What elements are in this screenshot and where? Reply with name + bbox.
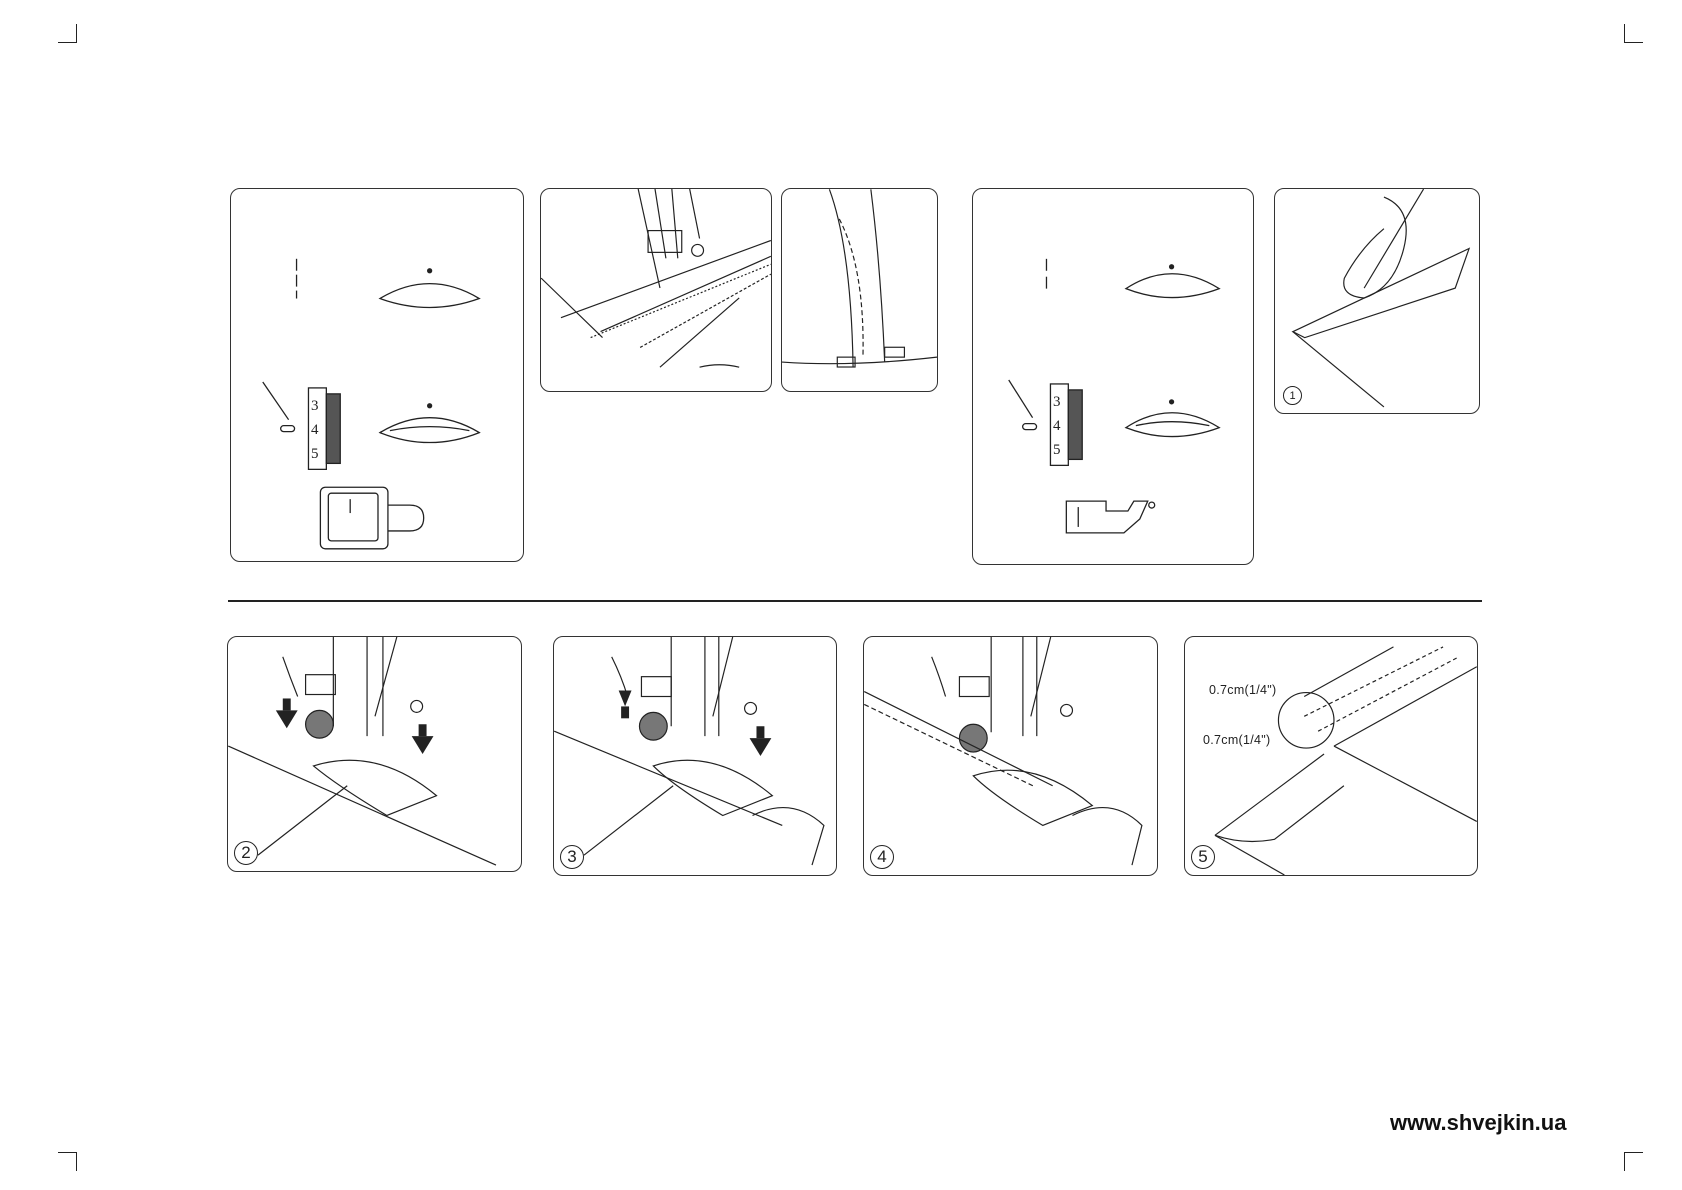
step-number-4: 4: [870, 845, 894, 869]
section-divider: [228, 600, 1482, 602]
hemmer-foot-lowered-illustration: [228, 637, 497, 866]
measurement-bottom: 0.7cm(1/4"): [1203, 733, 1271, 747]
zipper-finished-panel: [781, 188, 938, 392]
zipper-settings-panel: 3 4 5: [230, 188, 524, 562]
settings-illustration: [262, 258, 481, 550]
zipper-sewing-panel: [540, 188, 772, 392]
hemmer-foot-raised-illustration: [554, 637, 825, 866]
website-url: www.shvejkin.ua: [1390, 1110, 1567, 1135]
hem-step-2-panel: 2: [227, 636, 522, 872]
measurement-top: 0.7cm(1/4"): [1209, 683, 1277, 697]
hem-step-1-panel: 1: [1274, 188, 1480, 414]
stitch-length-5: 5: [311, 446, 319, 462]
crop-mark-bottom-right: [1624, 1152, 1643, 1171]
zipper-finished-illustration: [782, 189, 937, 368]
stitch-length-3: 3: [1053, 394, 1061, 410]
hem-step-3-panel: 3: [553, 636, 837, 876]
hem-fold-illustration: [1291, 189, 1471, 408]
hem-step-4-panel: 4: [863, 636, 1158, 876]
hem-step-5-panel: 0.7cm(1/4") 0.7cm(1/4") 5: [1184, 636, 1478, 876]
hemmer-settings-illustration: [1008, 258, 1221, 534]
stitch-length-3: 3: [311, 398, 319, 414]
stitch-length-4: 4: [311, 422, 319, 438]
stitch-length-4: 4: [1053, 418, 1061, 434]
hem-finished-illustration: [1214, 646, 1477, 875]
step-number-5: 5: [1191, 845, 1215, 869]
crop-mark-bottom-left: [58, 1152, 77, 1171]
hemmer-sewing-illustration: [864, 637, 1143, 866]
crop-mark-top-right: [1624, 24, 1643, 43]
stitch-length-5: 5: [1053, 442, 1061, 458]
step-number-3: 3: [560, 845, 584, 869]
zipper-sewing-illustration: [541, 189, 771, 368]
step-number-1: 1: [1283, 386, 1302, 405]
step-number-2: 2: [234, 841, 258, 865]
hemmer-settings-panel: 3 4 5: [972, 188, 1254, 565]
crop-mark-top-left: [58, 24, 77, 43]
